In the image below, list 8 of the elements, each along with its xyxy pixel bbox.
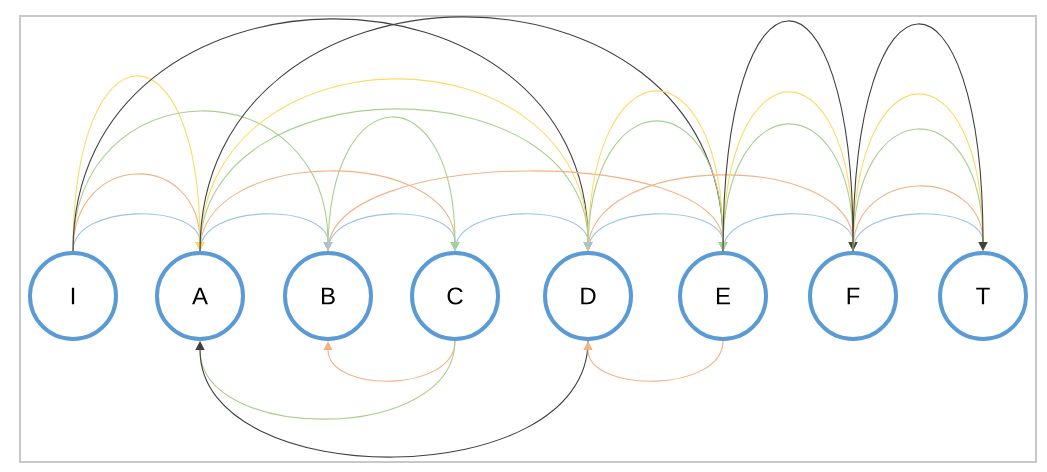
arrow	[722, 20, 858, 252]
arrow	[852, 23, 988, 252]
arrow	[454, 213, 593, 252]
arrow	[323, 340, 456, 382]
arrow	[327, 116, 460, 252]
arrow	[587, 120, 728, 252]
arrow	[195, 340, 589, 458]
arrow	[583, 340, 724, 382]
